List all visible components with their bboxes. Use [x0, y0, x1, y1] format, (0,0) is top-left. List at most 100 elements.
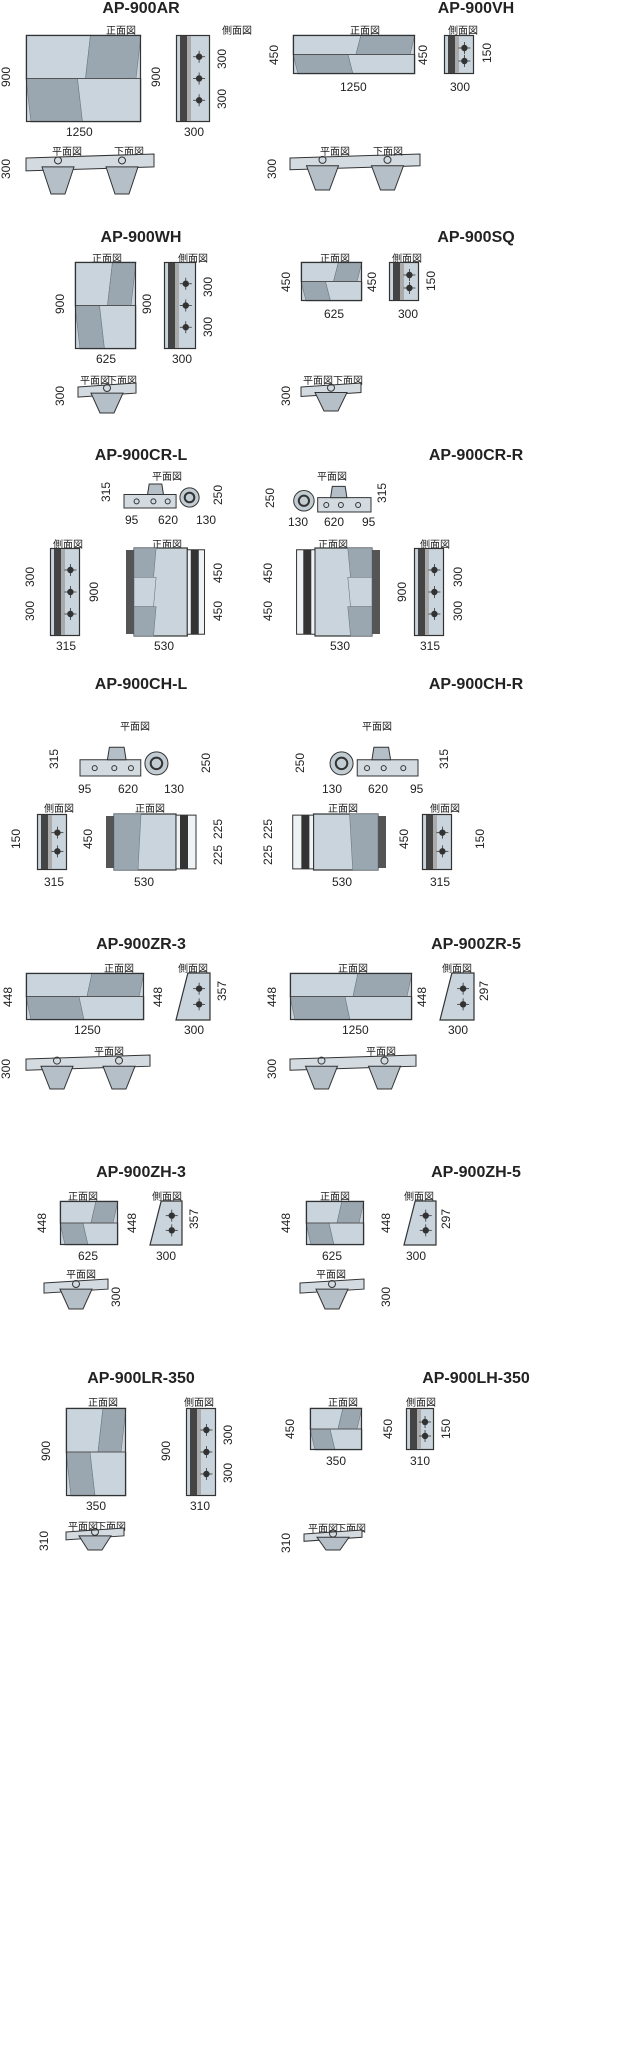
dimension-plan-d: 300 — [379, 1286, 394, 1308]
dimension-front-w: 530 — [134, 875, 155, 889]
view-label-front: 正面図 — [88, 1398, 118, 1409]
dimension-front-a: 450 — [211, 562, 226, 584]
view-label-front: 正面図 — [338, 964, 368, 975]
dimension-front-b: 225 — [211, 844, 226, 866]
view-label-side: 側面図 — [152, 1192, 182, 1203]
plan-view-drawing — [299, 1278, 365, 1310]
side-view-drawing — [175, 972, 211, 1021]
front-view-drawing — [292, 34, 416, 75]
front-view-drawing — [309, 1407, 363, 1451]
view-label-side: 側面図 — [178, 964, 208, 975]
dimension-front-w: 625 — [96, 352, 117, 366]
side-view-drawing — [403, 1200, 437, 1246]
view-label-front: 正面図 — [104, 964, 134, 975]
view-label-side: 側面図 — [53, 540, 83, 551]
dimension-plan-d: 300 — [109, 1286, 124, 1308]
dimension-front-b: 450 — [261, 600, 276, 622]
plan-view-drawing — [329, 746, 419, 777]
view-label-front: 正面図 — [328, 1398, 358, 1409]
front-view-drawing — [305, 1200, 365, 1246]
front-view-drawing — [126, 547, 206, 637]
dimension-plan-r: 250 — [199, 752, 214, 774]
view-label-front: 正面図 — [320, 1192, 350, 1203]
view-label-side: 側面図 — [392, 254, 422, 265]
front-view-drawing — [25, 972, 145, 1021]
view-label-bottom: 下面図 — [373, 147, 403, 158]
view-label-plan: 平面図 — [94, 1047, 124, 1058]
product-title: AP-900CH-L — [94, 676, 188, 693]
dimension-front-w: 1250 — [74, 1023, 101, 1037]
dimension-front-w: 625 — [322, 1249, 343, 1263]
side-view-drawing — [405, 1407, 435, 1451]
dimension-front-a: 450 — [261, 562, 276, 584]
view-label-front: 正面図 — [135, 804, 165, 815]
plan-view-drawing — [25, 1054, 151, 1090]
dimension-side-b: 300 — [215, 88, 230, 110]
front-view-drawing — [74, 261, 137, 350]
dimension-plan-w: 620 — [368, 782, 389, 796]
plan-view-drawing — [79, 746, 169, 777]
dimension-plan-d: 315 — [375, 482, 390, 504]
dimension-side-h: 450 — [416, 44, 431, 66]
dimension-front-w: 1250 — [342, 1023, 369, 1037]
dimension-side-b: 300 — [221, 1462, 236, 1484]
dimension-front-h: 448 — [279, 1212, 294, 1234]
dimension-front-h: 448 — [1, 986, 16, 1008]
product-title: AP-900WH — [100, 229, 182, 246]
dimension-plan-r: 250 — [293, 752, 308, 774]
dimension-side-w: 315 — [44, 875, 65, 889]
product-title: AP-900ZR-5 — [431, 936, 521, 953]
side-view-drawing — [413, 547, 445, 637]
dimension-front-h: 450 — [279, 271, 294, 293]
dimension-side-a: 300 — [23, 566, 38, 588]
dimension-front-w: 530 — [154, 639, 175, 653]
view-label-front: 正面図 — [68, 1192, 98, 1203]
dimension-side-h: 448 — [379, 1212, 394, 1234]
dimension-side-h: 900 — [140, 293, 155, 315]
view-label-front: 正面図 — [350, 26, 380, 37]
dimension-side-a: 297 — [439, 1208, 454, 1230]
dimension-front-h: 450 — [283, 1418, 298, 1440]
side-view-drawing — [185, 1407, 217, 1497]
dimension-plan-d: 310 — [37, 1530, 52, 1552]
product-title: AP-900CR-R — [428, 447, 524, 464]
front-view-drawing — [292, 813, 386, 871]
dimension-side-a: 150 — [424, 270, 439, 292]
view-label-side: 側面図 — [222, 26, 252, 37]
dimension-side-a: 300 — [201, 276, 216, 298]
dimension-front-w: 350 — [326, 1454, 347, 1468]
dimension-plan-b: 130 — [196, 513, 217, 527]
dimension-plan-b: 130 — [322, 782, 343, 796]
front-view-drawing — [289, 972, 413, 1021]
view-label-side: 側面図 — [404, 1192, 434, 1203]
dimension-plan-d: 315 — [47, 748, 62, 770]
dimension-plan-b: 130 — [164, 782, 185, 796]
view-label-plan: 平面図 — [80, 376, 110, 387]
dimension-plan-d: 310 — [279, 1532, 294, 1554]
dimension-side-h: 900 — [87, 581, 102, 603]
view-label-front: 正面図 — [320, 254, 350, 265]
side-view-drawing — [163, 261, 197, 350]
dimension-side-a: 150 — [480, 42, 495, 64]
dimension-front-h: 450 — [267, 44, 282, 66]
dimension-front-b: 450 — [211, 600, 226, 622]
dimension-side-w: 300 — [172, 352, 193, 366]
dimension-plan-a: 95 — [362, 515, 376, 529]
plan-view-drawing — [289, 153, 421, 191]
dimension-front-a: 225 — [261, 818, 276, 840]
view-label-plan: 平面図 — [68, 1522, 98, 1533]
dimension-side-a: 357 — [187, 1208, 202, 1230]
view-label-bottom: 下面図 — [107, 376, 137, 387]
side-view-drawing — [149, 1200, 183, 1246]
dimension-front-w: 625 — [324, 307, 345, 321]
dimension-plan-d: 300 — [279, 385, 294, 407]
front-view-drawing — [300, 261, 363, 302]
dimension-plan-d: 315 — [437, 748, 452, 770]
product-title: AP-900CH-R — [428, 676, 524, 693]
dimension-front-b: 225 — [261, 844, 276, 866]
dimension-front-h: 448 — [35, 1212, 50, 1234]
view-label-side: 側面図 — [442, 964, 472, 975]
view-label-bottom: 下面図 — [333, 376, 363, 387]
view-label-front: 正面図 — [152, 540, 182, 551]
dimension-front-h: 448 — [265, 986, 280, 1008]
